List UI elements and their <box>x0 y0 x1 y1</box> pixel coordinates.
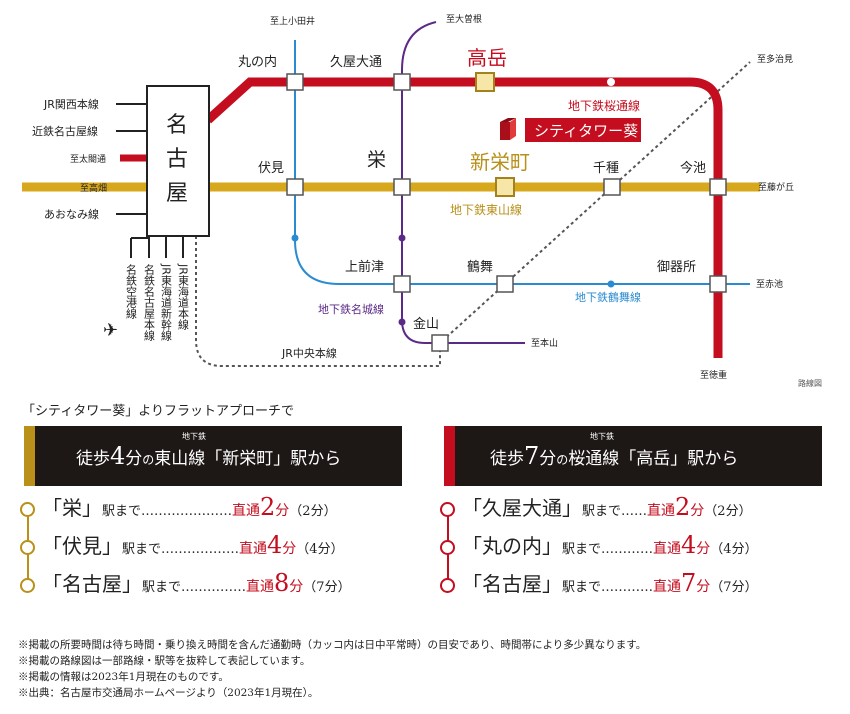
svg-text:名: 名 <box>166 113 188 138</box>
footnote: ※掲載の所要時間は待ち時間・乗り換え時間を含んだ通勤時（カッコ内は日中平常時）の… <box>18 639 647 651</box>
direction-motoyama: 至本山 <box>531 337 558 349</box>
line-label-meijo: 地下鉄名城線 <box>318 302 384 316</box>
timeline-dot <box>440 540 455 555</box>
left-line-taikotsu: 至太閤通 <box>70 153 106 165</box>
left-line-kintetsu: 近鉄名古屋線 <box>32 124 98 138</box>
station-dot <box>398 234 406 242</box>
property-icon <box>500 118 516 140</box>
takaoka-marker <box>475 72 495 92</box>
station-label-fushimi: 伏見 <box>258 161 284 176</box>
svg-text:屋: 屋 <box>166 181 188 206</box>
panel-accent-bar <box>444 426 455 486</box>
left-line-takabata: 至高畑 <box>80 182 107 194</box>
vertical-line-meitetsu-nagoya: 名鉄名古屋本線 <box>143 263 156 341</box>
list-item: 「伏見」駅まで………………直通4分（4分） <box>20 530 420 568</box>
station-dot <box>291 234 299 242</box>
panel-heading: 徒歩7分の桜通線「高岳」駅から <box>490 442 739 470</box>
station-label-nagoya: 名 古 屋 <box>166 113 188 206</box>
timeline-dot <box>440 578 455 593</box>
sakuradori-panel: 地下鉄 徒歩7分の桜通線「高岳」駅から <box>444 426 822 486</box>
direction-ozone: 至大曽根 <box>446 13 482 25</box>
station-label-gokiso: 御器所 <box>657 260 696 275</box>
left-line-jr-kansai: JR関西本線 <box>43 97 99 111</box>
vertical-line-shinkansen: JR東海道新幹線 <box>160 263 173 341</box>
station-dot <box>607 280 615 288</box>
sakuradori-rows: 「久屋大通」駅まで……直通2分（2分） 「丸の内」駅まで…………直通4分（4分）… <box>440 488 840 602</box>
panel-ruby: 地下鉄 <box>182 432 206 441</box>
panel-heading: 徒歩4分の東山線「新栄町」駅から <box>76 442 342 470</box>
line-label-jr-chuo: JR中央本線 <box>281 346 337 360</box>
direction-kami-otai: 至上小田井 <box>270 15 315 27</box>
vertical-line-meitetsu-airport: 名鉄空港線 <box>125 263 138 319</box>
station-label-marunouchi: 丸の内 <box>238 54 277 70</box>
vertical-line-jr-tokaido: JR東海道本線 <box>177 263 190 330</box>
station-dot <box>398 318 406 326</box>
property-label: シティタワー葵 <box>534 122 638 140</box>
line-label-higashiyama: 地下鉄東山線 <box>450 202 522 217</box>
list-item: 「名古屋」駅まで……………直通8分（7分） <box>20 568 420 606</box>
panel-accent-bar <box>24 426 35 486</box>
left-line-aonami: あおなみ線 <box>44 207 99 221</box>
south-line-stubs <box>130 236 184 258</box>
map-legend: 路線図 <box>798 378 822 388</box>
station-label-shin-sakaemachi: 新栄町 <box>470 150 530 174</box>
higashiyama-panel: 地下鉄 徒歩4分の東山線「新栄町」駅から <box>24 426 402 486</box>
sakuradori-line <box>204 77 723 358</box>
shin-sakaemachi-marker <box>495 177 515 197</box>
higashiyama-rows: 「栄」駅まで…………………直通2分（2分） 「伏見」駅まで………………直通4分（… <box>20 488 420 602</box>
direction-tokushige: 至徳重 <box>700 369 727 381</box>
footnote: ※掲載の路線図は一部路線・駅等を抜粋して表記しています。 <box>18 655 311 667</box>
tsurumai-line <box>294 40 750 285</box>
list-item: 「丸の内」駅まで…………直通4分（4分） <box>440 530 840 568</box>
station-label-takaoka: 高岳 <box>467 46 507 70</box>
direction-fujigaoka: 至藤が丘 <box>758 181 794 193</box>
footnote: ※出典：名古屋市交通局ホームページより（2023年1月現在）。 <box>18 687 319 699</box>
airplane-icon: ✈ <box>103 320 118 341</box>
line-label-sakuradori: 地下鉄桜通線 <box>568 98 640 113</box>
list-item: 「久屋大通」駅まで……直通2分（2分） <box>440 492 840 530</box>
timeline-dot <box>20 502 35 517</box>
panel-ruby: 地下鉄 <box>590 432 614 441</box>
station-markers <box>286 73 727 352</box>
timeline-dot <box>440 502 455 517</box>
direction-tajimi: 至多治見 <box>757 53 793 65</box>
direction-akaike: 至赤池 <box>756 278 783 290</box>
route-map: シティタワー葵 丸の内 久屋大通 伏見 千種 今池 上前津 鶴舞 御器所 金山 … <box>22 13 822 388</box>
timeline-dot <box>20 540 35 555</box>
list-item: 「栄」駅まで…………………直通2分（2分） <box>20 492 420 530</box>
property-label-box <box>525 118 641 142</box>
station-dot <box>607 78 615 86</box>
station-label-chikusa: 千種 <box>593 160 619 176</box>
station-label-tsurumai: 鶴舞 <box>467 259 493 275</box>
line-label-tsurumai: 地下鉄鶴舞線 <box>575 290 641 304</box>
svg-text:古: 古 <box>166 147 188 172</box>
station-label-kamimaezu: 上前津 <box>345 259 384 275</box>
station-label-imaike: 今池 <box>680 160 706 176</box>
intro-text: 「シティタワー葵」よりフラットアプローチで <box>22 404 294 419</box>
footnotes: ※掲載の所要時間は待ち時間・乗り換え時間を含んだ通勤時（カッコ内は日中平常時）の… <box>18 637 646 701</box>
station-label-hisaya-odori: 久屋大通 <box>330 55 382 70</box>
timeline-dot <box>20 578 35 593</box>
list-item: 「名古屋」駅まで…………直通7分（7分） <box>440 568 840 606</box>
footnote: ※掲載の情報は2023年1月現在のものです。 <box>18 671 229 683</box>
station-label-sakae: 栄 <box>367 149 386 171</box>
station-label-kanayama: 金山 <box>413 316 439 332</box>
nagoya-station-box <box>146 85 210 237</box>
